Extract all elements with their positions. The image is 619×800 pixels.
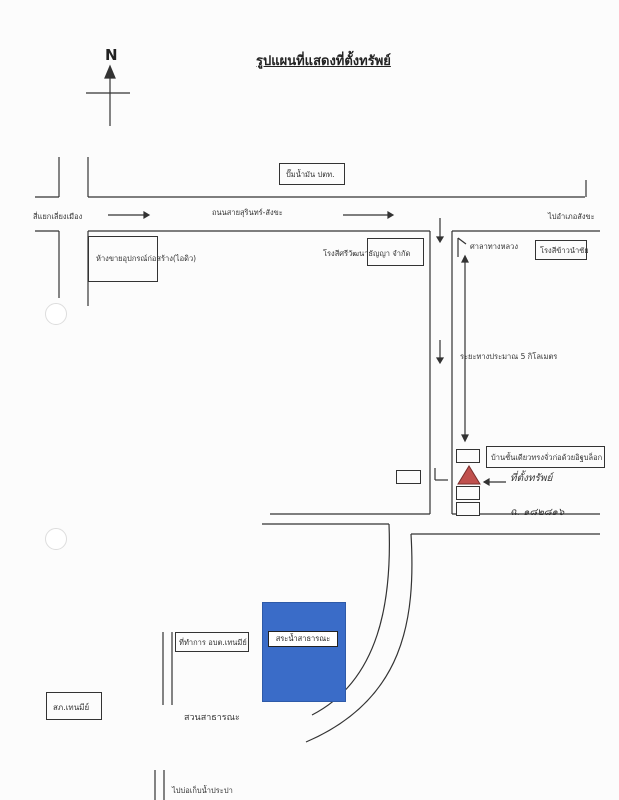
distance-arrow-head-up bbox=[461, 254, 469, 263]
tambon-office-box: ที่ทำการ อบต.เทนมีย์ bbox=[175, 632, 249, 652]
police-station-label: สภ.เทนมีย์ bbox=[53, 703, 90, 712]
house-description-label: บ้านชั้นเดียวทรงจั่วก่อด้วยอิฐบล็อก bbox=[491, 453, 603, 462]
public-pond-label: สระน้ำสาธารณะ bbox=[268, 631, 338, 647]
arrow-down-2-head bbox=[435, 357, 445, 365]
deed-handwritten-label: ฉ. ๑๘๒๘๑๖ bbox=[510, 507, 565, 518]
north-label: N bbox=[105, 46, 118, 64]
house-block-middle bbox=[456, 486, 480, 500]
hardware-store-label: ห้างขายอุปกรณ์ก่อสร้าง(ไอดิว) bbox=[96, 254, 197, 263]
property-handwritten-label: ที่ตั้งทรัพย์ bbox=[510, 473, 553, 484]
arrow-2-head bbox=[387, 210, 395, 220]
house-block-top bbox=[456, 449, 480, 463]
to-sangkha-label: ไปอำเภอสังขะ bbox=[548, 212, 595, 221]
punch-hole-top bbox=[45, 303, 67, 325]
arrow-1-head bbox=[143, 210, 151, 220]
house-description-box: บ้านชั้นเดียวทรงจั่วก่อด้วยอิฐบล็อก bbox=[486, 446, 605, 468]
north-arrowhead bbox=[104, 64, 116, 79]
rice-mill-1-box bbox=[367, 238, 424, 266]
to-intersection-label: สี่แยกเลี่ยงเมือง bbox=[33, 212, 83, 221]
arrow-down-1-head bbox=[435, 236, 445, 244]
public-pond bbox=[262, 602, 346, 702]
rice-mill-2-label: โรงสีข้าวนำชัย bbox=[540, 246, 589, 255]
shrine-label: ศาลาทางหลวง bbox=[470, 242, 519, 251]
police-station-box: สภ.เทนมีย์ bbox=[46, 692, 102, 720]
gas-station-label: ปั๊มน้ำมัน ปตท. bbox=[286, 170, 335, 179]
rice-mill-2-box: โรงสีข้าวนำชัย bbox=[535, 240, 589, 260]
to-water-supply-label: ไปบ่อเก็บน้ำประปา bbox=[172, 786, 233, 795]
public-park-label: สวนสาธารณะ bbox=[184, 713, 240, 723]
distance-arrow-head-down bbox=[461, 434, 469, 443]
house-block-bottom bbox=[456, 502, 480, 516]
distance-label: ระยะทางประมาณ 5 กิโลเมตร bbox=[460, 352, 558, 361]
hardware-store-box bbox=[88, 236, 158, 282]
shrine-marker-diagonal bbox=[457, 237, 467, 245]
property-pointer-head bbox=[482, 477, 490, 487]
property-marker-triangle bbox=[457, 465, 481, 485]
main-road-label: ถนนสายสุรินทร์-สังขะ bbox=[212, 208, 283, 217]
map-title: รูปแผนที่แสดงที่ตั้งทรัพย์ bbox=[256, 54, 391, 69]
tambon-office-label: ที่ทำการ อบต.เทนมีย์ bbox=[179, 638, 247, 647]
small-building-west bbox=[396, 470, 421, 484]
curved-road-east-edge bbox=[305, 533, 413, 743]
punch-hole-bottom bbox=[45, 528, 67, 550]
rice-mill-1-label: โรงสีศรีวัฒนาธัญญา จำกัด bbox=[323, 249, 411, 258]
gas-station-box: ปั๊มน้ำมัน ปตท. bbox=[279, 163, 345, 185]
